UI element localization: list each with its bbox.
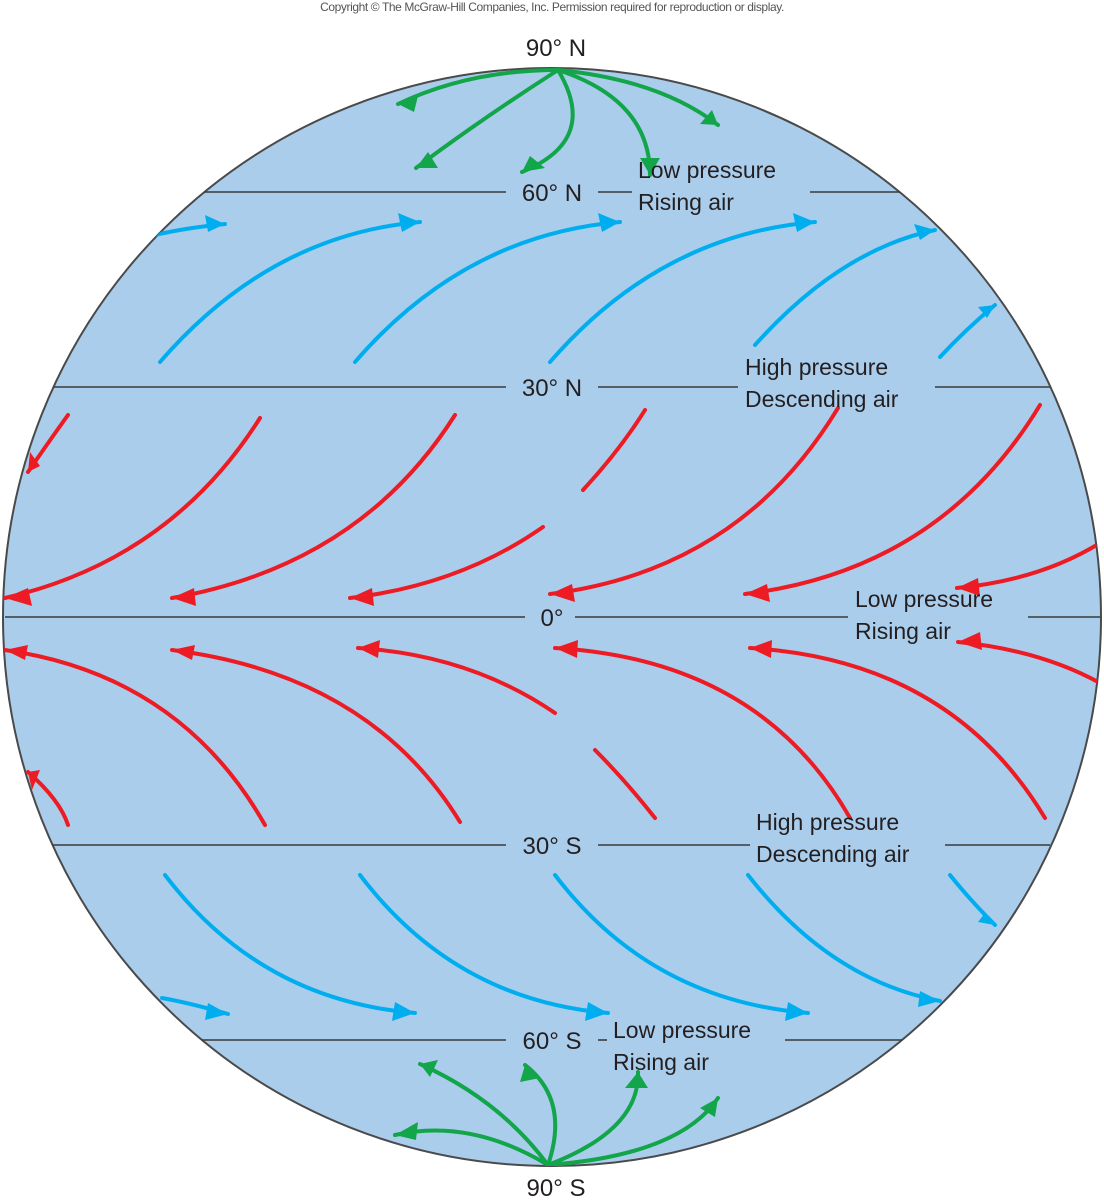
wind-arrow-icon xyxy=(746,873,942,1003)
wind-arrow-icon xyxy=(3,416,262,600)
latitude-label-30n: 30° N xyxy=(522,375,582,402)
wind-arrow-icon xyxy=(356,646,557,715)
arrowhead-icon xyxy=(205,1003,228,1020)
arrowhead-icon xyxy=(520,1065,540,1082)
arrowhead-icon xyxy=(958,632,982,650)
arrowhead-icon xyxy=(978,913,995,925)
wind-arrow-icon xyxy=(593,748,657,820)
arrowhead-icon xyxy=(398,213,420,232)
arrowhead-icon xyxy=(793,213,815,232)
latitude-label-0: 0° xyxy=(541,605,564,632)
polar-easterlies-south-band xyxy=(393,1060,720,1166)
pressure-label: Low pressure xyxy=(638,157,776,183)
wind-arrow-icon xyxy=(163,873,417,1015)
arrowhead-icon xyxy=(5,588,32,606)
arrowhead-icon xyxy=(550,584,575,602)
pressure-label: High pressure xyxy=(756,809,899,835)
arrowhead-icon xyxy=(700,110,718,125)
wind-arrow-icon xyxy=(358,873,610,1015)
air-motion-label: Descending air xyxy=(756,841,910,867)
arrowhead-icon xyxy=(395,1122,418,1140)
arrowhead-icon xyxy=(598,213,620,232)
westerlies-south-band xyxy=(160,873,997,1021)
arrowhead-icon xyxy=(745,584,770,602)
arrowhead-icon xyxy=(914,224,935,240)
arrowhead-icon xyxy=(28,452,40,472)
polar-easterlies-north-band xyxy=(396,68,720,177)
westerlies-north-band xyxy=(153,213,997,364)
arrowhead-icon xyxy=(28,770,40,790)
arrowhead-icon xyxy=(555,640,578,658)
wind-arrow-icon xyxy=(418,1062,550,1166)
pressure-label: High pressure xyxy=(745,354,888,380)
pressure-label: Low pressure xyxy=(613,1017,751,1043)
arrowhead-icon xyxy=(750,640,772,658)
arrowhead-icon xyxy=(957,578,980,596)
wind-arrow-icon xyxy=(556,68,720,127)
wind-arrow-icon xyxy=(753,228,937,347)
wind-arrow-icon xyxy=(170,413,457,600)
arrowhead-icon xyxy=(5,645,28,660)
air-motion-label: Rising air xyxy=(855,618,951,644)
arrowhead-icon xyxy=(700,1098,718,1117)
arrowhead-icon xyxy=(392,1002,415,1021)
northeast-trade-winds-band xyxy=(3,403,1101,606)
wind-arrow-icon xyxy=(548,220,817,364)
arrowhead-icon xyxy=(585,1002,608,1021)
arrowhead-icon xyxy=(172,588,196,606)
air-motion-label: Rising air xyxy=(638,189,734,215)
pressure-label: Low pressure xyxy=(855,586,993,612)
arrowhead-icon xyxy=(205,215,225,232)
arrowhead-icon xyxy=(625,1072,648,1088)
latitude-labels: 60° N 30° N 0° 30° S 60° S xyxy=(522,180,582,1055)
arrowhead-icon xyxy=(522,156,545,172)
arrowhead-icon xyxy=(416,152,438,168)
latitude-lines xyxy=(5,191,1100,1041)
wind-arrow-icon xyxy=(548,406,840,596)
wind-arrows xyxy=(3,68,1101,1166)
wind-arrow-icon xyxy=(348,525,545,600)
arrowhead-icon xyxy=(350,588,374,606)
copyright-notice: Copyright © The McGraw-Hill Companies, I… xyxy=(320,0,784,14)
wind-arrow-icon xyxy=(3,648,267,827)
wind-arrow-icon xyxy=(743,403,1042,596)
arrowhead-icon xyxy=(172,645,195,660)
arrowhead-icon xyxy=(785,1002,808,1021)
arrowhead-icon xyxy=(640,158,660,175)
wind-arrow-icon xyxy=(748,646,1047,820)
latitude-label-60n: 60° N xyxy=(522,180,582,207)
air-motion-label: Descending air xyxy=(745,386,899,412)
latitude-label-60s: 60° S xyxy=(523,1028,582,1055)
southeast-trade-winds-band xyxy=(3,632,1101,827)
arrowhead-icon xyxy=(420,1060,438,1077)
arrowhead-icon xyxy=(918,991,940,1007)
south-pole-label: 90° S xyxy=(527,1175,586,1200)
arrowhead-icon xyxy=(398,96,418,112)
arrowhead-icon xyxy=(358,640,380,658)
wind-arrow-icon xyxy=(353,220,622,364)
wind-arrow-icon xyxy=(581,408,647,492)
arrowhead-icon xyxy=(978,305,995,318)
latitude-label-30s: 30° S xyxy=(523,833,582,860)
air-motion-label: Rising air xyxy=(613,1049,709,1075)
wind-arrow-icon xyxy=(170,648,462,824)
north-pole-label: 90° N xyxy=(526,35,586,62)
wind-arrow-icon xyxy=(553,873,810,1015)
wind-arrow-icon xyxy=(158,220,422,364)
wind-arrow-icon xyxy=(414,68,560,170)
wind-arrow-icon xyxy=(553,646,852,820)
wind-arrow-icon xyxy=(396,68,560,106)
